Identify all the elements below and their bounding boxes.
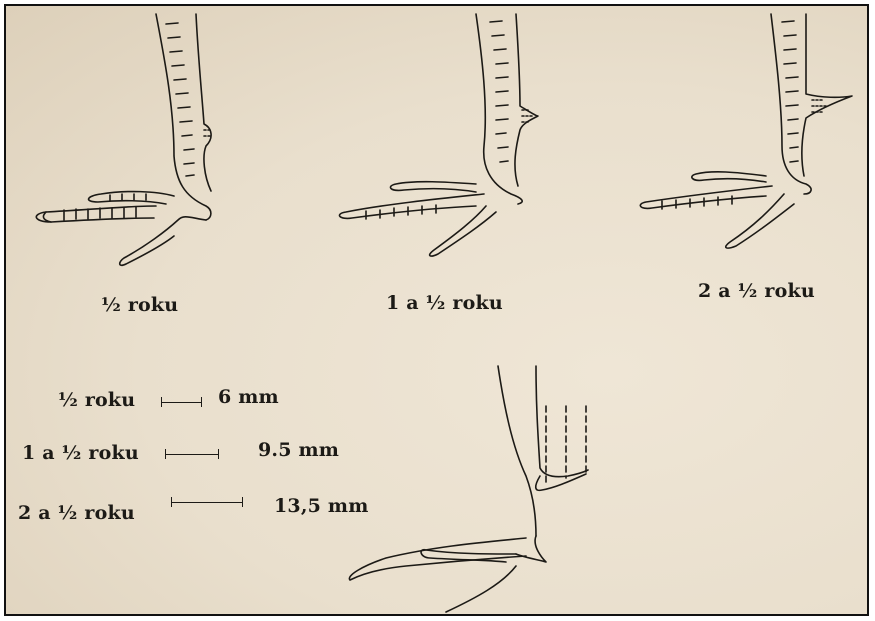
scale-label-one-and-half-years: 1 a ½ roku [22,442,139,464]
foot-label-one-and-half-years: 1 a ½ roku [386,292,503,314]
scale-measure-6mm: 6 mm [218,386,279,408]
scale-bar-6mm [162,402,201,403]
leg-drawing-half-year [36,14,211,265]
spur-measurement-diagram [349,366,588,612]
scale-measure-13-5mm: 13,5 mm [274,495,369,517]
scale-measure-9-5mm: 9.5 mm [258,439,339,461]
scale-label-two-and-half-years: 2 a ½ roku [18,502,135,524]
foot-label-two-and-half-years: 2 a ½ roku [698,280,815,302]
leg-drawing-one-and-half-years [339,14,538,256]
illustration-frame: ½ roku 1 a ½ roku 2 a ½ roku ½ roku 6 mm… [4,4,869,616]
leg-drawing-two-and-half-years [640,14,852,248]
scale-bar-9-5mm [166,454,218,455]
scale-label-half-year: ½ roku [58,389,135,411]
scale-bar-13-5mm [172,502,242,503]
foot-label-half-year: ½ roku [101,294,178,316]
